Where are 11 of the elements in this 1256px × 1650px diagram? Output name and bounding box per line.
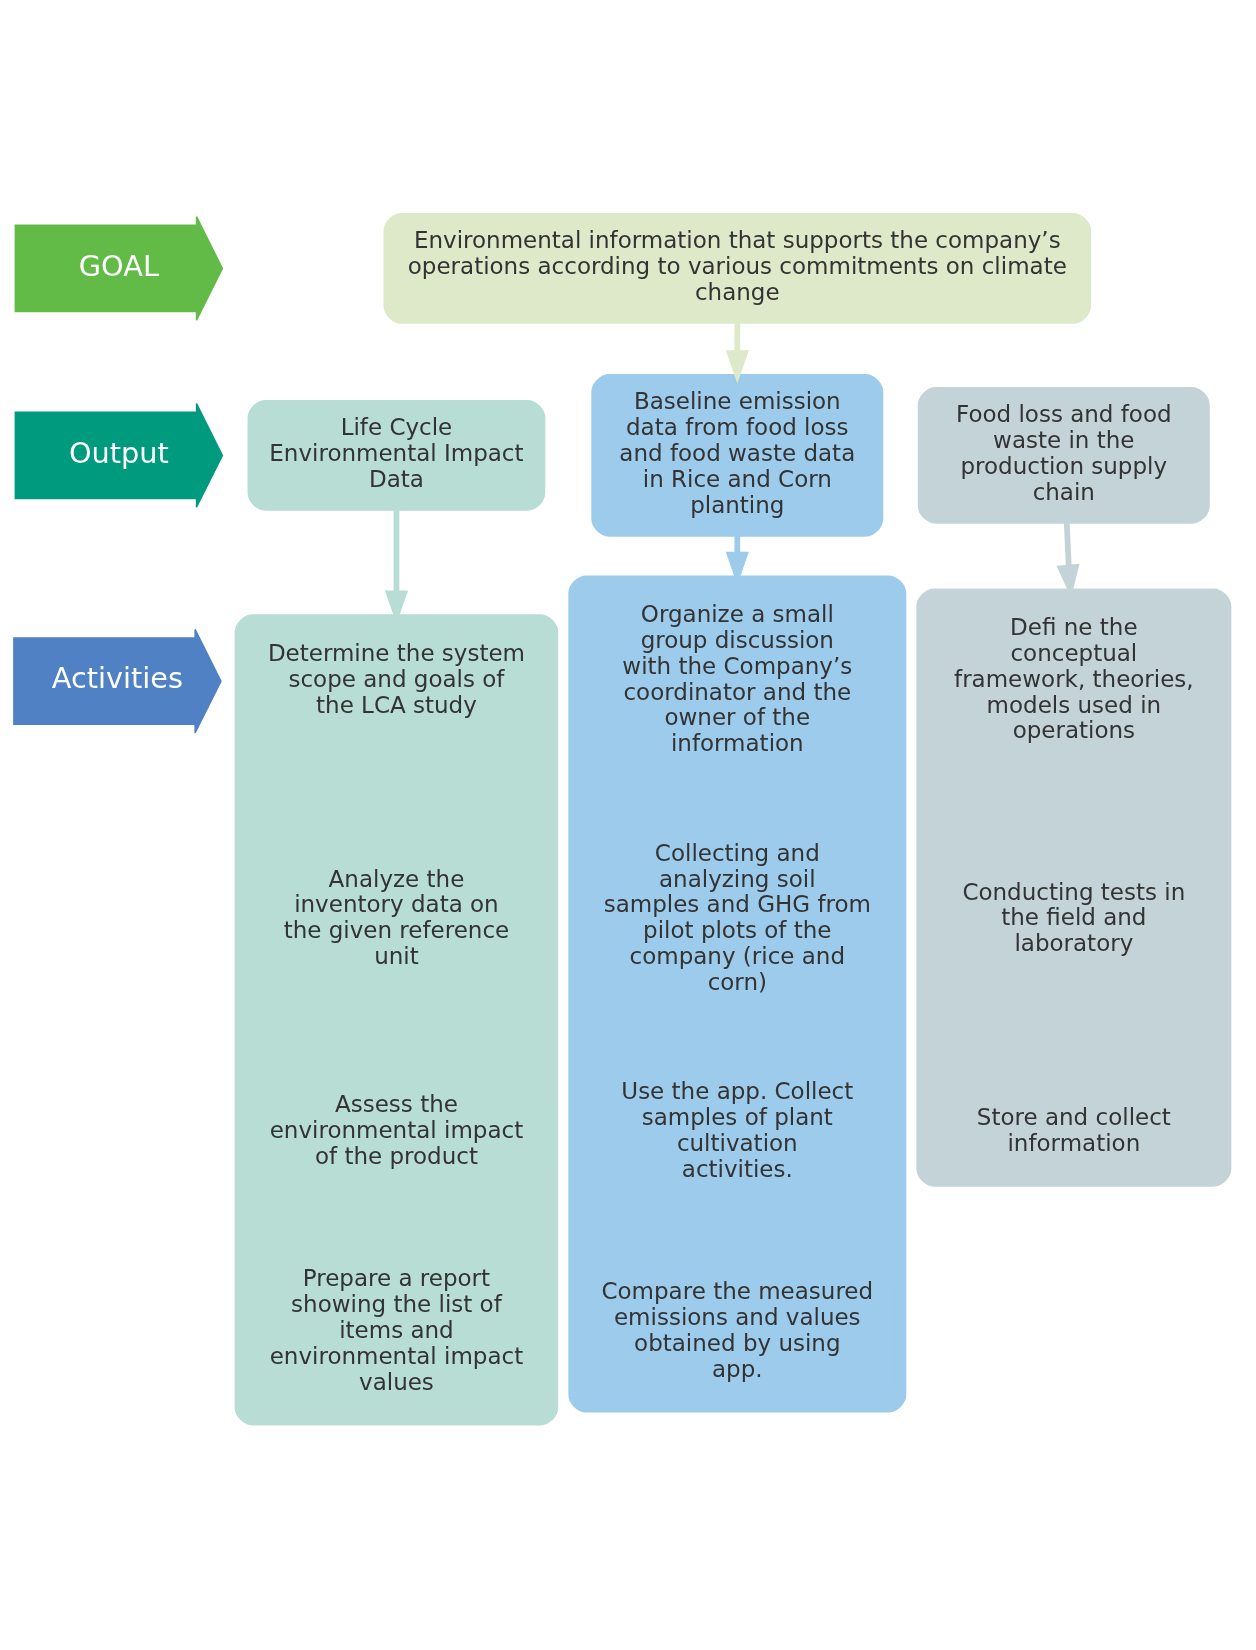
node-text: Determine the system scope and goals of the LCA study xyxy=(267,639,526,718)
node-text: Organize a small group discussion with the Company’s coordinator and the owner of the information xyxy=(622,600,853,757)
node-text: Compare the measured emissions and values obtained by using app. xyxy=(601,1278,874,1382)
node-text: Analyze the inventory data on the given reference unit xyxy=(283,865,510,970)
node-text: Collecting and analyzing soil samples and GHG from pilot plots of the company (rice and corn) xyxy=(603,839,871,996)
node-text: Store and collect information xyxy=(976,1104,1171,1157)
node-text: Defi ne the conceptual framework, theories, models used in operations xyxy=(954,613,1194,744)
node-text: Conducting tests in the field and laboratory xyxy=(962,878,1186,957)
node-text: Prepare a report showing the list of items and environmental impact values xyxy=(269,1265,524,1395)
node-text: Use the app. Collect samples of plant cultivation activities. xyxy=(621,1078,854,1183)
node-text: Assess the environmental impact of the product xyxy=(269,1091,524,1170)
